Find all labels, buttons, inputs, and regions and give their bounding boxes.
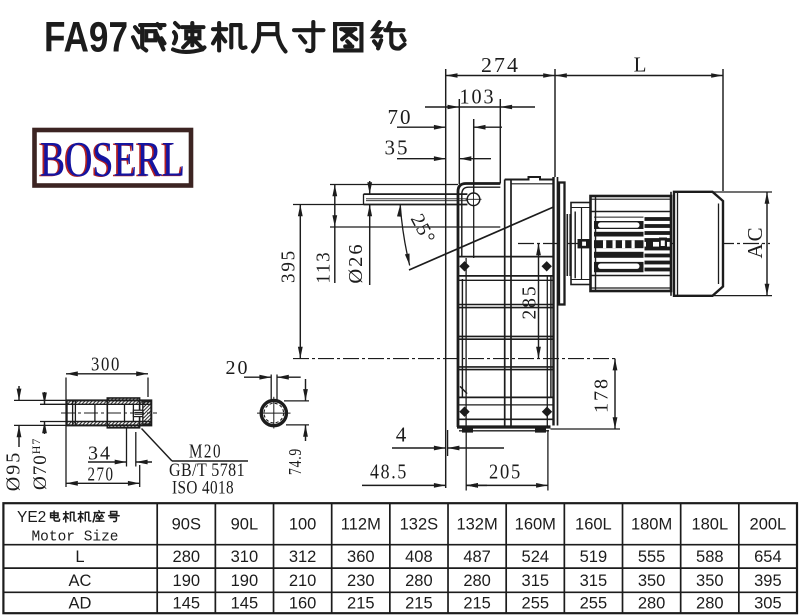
svg-text:AD: AD [69,595,92,613]
svg-text:GB/T 5781: GB/T 5781 [169,460,245,481]
svg-text:210: 210 [289,572,317,590]
svg-text:Ø26: Ø26 [345,242,367,283]
svg-text:280: 280 [173,548,201,566]
svg-text:312: 312 [289,548,317,566]
svg-text:230: 230 [347,572,375,590]
svg-text:310: 310 [231,548,259,566]
svg-text:350: 350 [638,572,666,590]
svg-text:274: 274 [481,53,520,77]
svg-text:654: 654 [754,548,782,566]
svg-text:555: 555 [638,548,666,566]
svg-text:360: 360 [347,548,375,566]
svg-text:113: 113 [313,251,335,284]
svg-text:160L: 160L [575,516,612,534]
svg-text:215: 215 [405,595,433,613]
svg-text:160: 160 [289,595,317,613]
svg-text:200L: 200L [750,516,787,534]
svg-text:305: 305 [754,595,782,613]
svg-text:315: 315 [580,572,608,590]
svg-text:180L: 180L [691,516,728,534]
svg-text:178: 178 [591,377,613,413]
svg-text:Motor Size: Motor Size [31,530,118,546]
svg-text:395: 395 [278,249,300,283]
svg-text:34: 34 [88,443,112,465]
svg-text:180M: 180M [631,516,672,534]
svg-text:M20: M20 [189,441,222,463]
svg-text:145: 145 [231,595,259,613]
svg-text:285: 285 [519,285,541,320]
svg-text:70: 70 [388,105,413,129]
svg-text:L: L [75,548,84,566]
svg-text:100: 100 [289,516,317,534]
svg-text:588: 588 [696,548,724,566]
svg-text:315: 315 [522,572,550,590]
svg-text:Ø95: Ø95 [3,451,25,491]
svg-text:132S: 132S [400,516,439,534]
svg-text:145: 145 [173,595,201,613]
svg-text:BOSERL: BOSERL [40,130,185,186]
svg-text:280: 280 [696,595,724,613]
svg-text:132M: 132M [456,516,497,534]
svg-text:74.9: 74.9 [285,448,305,475]
svg-text:408: 408 [405,548,433,566]
svg-text:4: 4 [396,423,409,447]
svg-text:YE2: YE2 [17,509,46,526]
svg-text:300: 300 [91,354,121,376]
svg-text:90S: 90S [172,516,201,534]
svg-text:280: 280 [638,595,666,613]
svg-text:280: 280 [405,572,433,590]
svg-text:BOSERL: BOSERL [38,131,183,187]
svg-text:AC: AC [743,226,767,259]
svg-text:395: 395 [754,572,782,590]
svg-text:519: 519 [580,548,608,566]
svg-text:280: 280 [463,572,491,590]
svg-text:Ø70H7: Ø70H7 [29,438,51,490]
svg-text:215: 215 [347,595,375,613]
svg-text:90L: 90L [231,516,259,534]
svg-text:255: 255 [522,595,550,613]
svg-text:25°: 25° [406,210,440,248]
svg-text:350: 350 [696,572,724,590]
svg-text:190: 190 [173,572,201,590]
svg-text:270: 270 [88,464,115,486]
svg-text:215: 215 [463,595,491,613]
svg-text:48.5: 48.5 [370,460,408,484]
svg-text:524: 524 [522,548,550,566]
svg-text:487: 487 [463,548,491,566]
svg-text:L: L [634,53,649,77]
svg-text:103: 103 [460,85,496,109]
svg-text:ISO 4018: ISO 4018 [172,478,234,499]
svg-text:35: 35 [385,136,410,160]
svg-text:255: 255 [580,595,608,613]
svg-text:190: 190 [231,572,259,590]
svg-text:160M: 160M [515,516,556,534]
svg-text:FA97: FA97 [44,14,128,62]
svg-text:205: 205 [489,460,522,484]
svg-text:112M: 112M [341,516,381,534]
svg-text:20: 20 [226,357,250,379]
svg-text:AC: AC [69,572,92,590]
